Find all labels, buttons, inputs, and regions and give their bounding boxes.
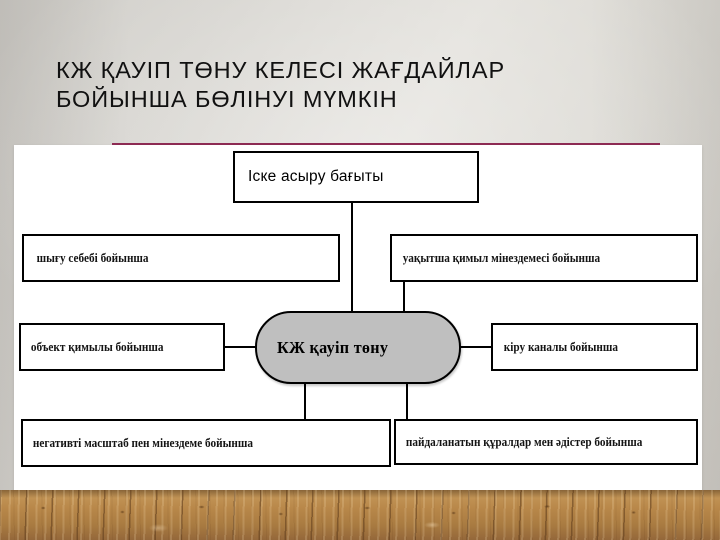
connector-middle-right-to-center — [459, 346, 493, 348]
connector-center-to-bottom-right — [406, 379, 408, 421]
diagram-node-bottom-left-label: негативті масштаб пен мінездеме бойынша — [32, 435, 253, 450]
diagram-node-middle-right-label: кіру каналы бойынша — [503, 339, 618, 354]
diagram-node-top-label: Іске асыру бағыты — [248, 168, 384, 185]
diagram-node-top-left-label: шығу себебі бойынша — [36, 250, 149, 265]
diagram-node-top[interactable]: Іске асыру бағыты — [233, 151, 479, 203]
connector-top-to-center — [351, 203, 353, 315]
page-title: КЖ ҚАУІП ТӨНУ КЕЛЕСІ ЖАҒДАЙЛАР БОЙЫНША Б… — [56, 57, 506, 112]
diagram-node-center-label: КЖ қауіп төну — [276, 337, 389, 357]
diagram-node-top-right-label: уақытша қимыл мінездемесі бойынша — [402, 250, 601, 265]
diagram-node-middle-left-label: объект қимылы бойынша — [30, 339, 164, 354]
diagram-node-top-left[interactable]: шығу себебі бойынша — [22, 234, 340, 282]
title-accent-rule — [112, 143, 660, 145]
diagram-node-top-right[interactable]: уақытша қимыл мінездемесі бойынша — [390, 234, 698, 282]
diagram-node-middle-left[interactable]: объект қимылы бойынша — [19, 323, 225, 371]
connector-middle-left-to-center — [223, 346, 257, 348]
diagram-panel: Іске асыру бағыты шығу себебі бойынша уа… — [14, 145, 702, 493]
diagram-node-center[interactable]: КЖ қауіп төну — [255, 311, 461, 384]
connector-center-to-bottom-left — [304, 379, 306, 421]
floor-knots — [0, 490, 720, 540]
org-diagram: Іске асыру бағыты шығу себебі бойынша уа… — [14, 145, 702, 493]
diagram-node-bottom-right-label: пайдаланатын құралдар мен әдістер бойынш… — [405, 434, 643, 449]
diagram-node-bottom-left[interactable]: негативті масштаб пен мінездеме бойынша — [21, 419, 391, 467]
diagram-node-middle-right[interactable]: кіру каналы бойынша — [491, 323, 698, 371]
wooden-floor — [0, 490, 720, 540]
diagram-node-bottom-right[interactable]: пайдаланатын құралдар мен әдістер бойынш… — [394, 419, 698, 465]
connector-top-right-to-center — [403, 282, 405, 318]
